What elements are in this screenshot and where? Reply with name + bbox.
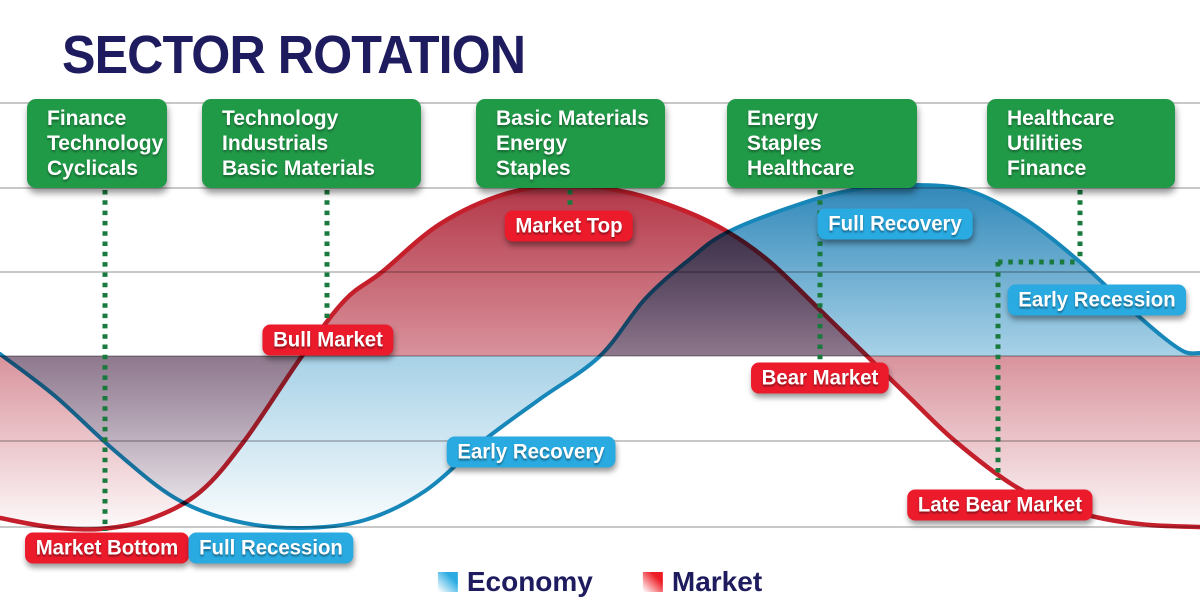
legend-label: Economy (466, 566, 593, 597)
phase-label-bull-market: Bull Market (262, 324, 394, 356)
legend-swatch-market (642, 572, 663, 592)
sector-name: Technology (47, 132, 164, 155)
economy-line (0, 182, 1200, 531)
sector-name: Industrials (222, 132, 329, 155)
sector-name: Finance (47, 107, 127, 130)
sector-name: Technology (222, 107, 339, 130)
phase-label-early-recession: Early Recession (1007, 284, 1187, 316)
phase-label-full-recovery: Full Recovery (817, 208, 973, 240)
sector-name: Utilities (1007, 132, 1083, 155)
sector-name: Cyclicals (47, 157, 139, 180)
page-title: SECTOR ROTATION (62, 25, 526, 85)
sector-name: Energy (496, 132, 568, 155)
phase-label-full-recession: Full Recession (188, 532, 354, 564)
sector-name: Staples (747, 132, 822, 155)
sector-name: Finance (1007, 157, 1087, 180)
phase-label-late-bear-market: Late Bear Market (907, 489, 1093, 521)
sector-name: Staples (496, 157, 571, 180)
sector-leader-lines (102, 190, 1083, 531)
legend-item-economy: Economy (437, 566, 593, 598)
chart-legend: Economy Market (437, 566, 763, 598)
legend-swatch-economy (437, 572, 458, 592)
sector-name: Healthcare (747, 157, 855, 180)
legend-label: Market (671, 566, 763, 597)
economy-curve (0, 182, 1200, 531)
economy-area-fill (0, 184, 1200, 529)
sector-name: Basic Materials (222, 157, 375, 180)
sector-name: Basic Materials (496, 107, 649, 130)
legend-item-market: Market (642, 566, 763, 598)
sector-name: Healthcare (1007, 107, 1115, 130)
phase-label-bear-market: Bear Market (751, 362, 889, 394)
phase-label-market-bottom: Market Bottom (25, 532, 189, 564)
phase-label-market-top: Market Top (504, 210, 634, 242)
phase-label-early-recovery: Early Recovery (446, 436, 616, 468)
sector-name: Energy (747, 107, 819, 130)
